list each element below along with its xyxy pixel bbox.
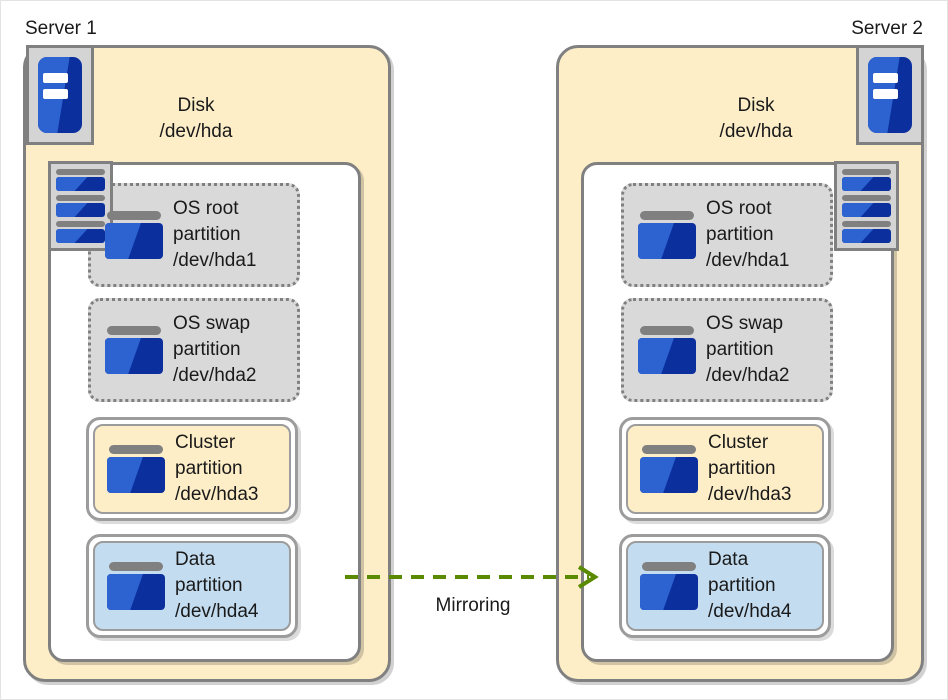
partition-icon bbox=[640, 445, 698, 493]
disk-stack-icon bbox=[834, 161, 899, 251]
mirroring-label: Mirroring bbox=[435, 595, 511, 616]
partition-label-line3: /dev/hda2 bbox=[173, 365, 257, 387]
server-1-partition-data[interactable]: Data partition /dev/hda4 bbox=[86, 534, 298, 638]
server-unit-icon bbox=[26, 45, 94, 145]
partition-label-line3: /dev/hda2 bbox=[706, 365, 790, 387]
partition-label-line2: partition bbox=[175, 574, 243, 596]
partition-label-line1: OS swap bbox=[706, 312, 784, 334]
partition-label-line3: /dev/hda1 bbox=[706, 250, 790, 272]
partition-icon bbox=[105, 326, 163, 374]
server-2-box: OS root partition /dev/hda1 OS swap part… bbox=[556, 45, 924, 682]
server-unit-icon bbox=[856, 45, 924, 145]
partition-icon bbox=[107, 562, 165, 610]
server-1-disk-box: OS root partition /dev/hda1 OS swap part… bbox=[48, 162, 361, 662]
server-1-label: Server 1 bbox=[25, 18, 97, 39]
partition-label-line2: partition bbox=[175, 457, 243, 479]
server-2-partition-data[interactable]: Data partition /dev/hda4 bbox=[619, 534, 831, 638]
partition-label-line3: /dev/hda4 bbox=[175, 601, 259, 623]
mirroring-arrow-right-icon bbox=[345, 565, 599, 589]
server-2-partition-cluster[interactable]: Cluster partition /dev/hda3 bbox=[619, 417, 831, 521]
partition-label-line3: /dev/hda3 bbox=[708, 484, 792, 506]
partition-icon bbox=[105, 211, 163, 259]
partition-icon bbox=[638, 326, 696, 374]
server-1-partition-cluster[interactable]: Cluster partition /dev/hda3 bbox=[86, 417, 298, 521]
partition-icon bbox=[638, 211, 696, 259]
disk-stack-icon bbox=[48, 161, 113, 251]
partition-icon bbox=[107, 445, 165, 493]
partition-label-line2: partition bbox=[173, 223, 241, 245]
partition-label-line3: /dev/hda4 bbox=[708, 601, 792, 623]
partition-label-line2: partition bbox=[706, 223, 774, 245]
partition-label-line2: partition bbox=[706, 338, 774, 360]
server-2-label: Server 2 bbox=[851, 18, 923, 39]
partition-label-line1: OS root bbox=[173, 197, 239, 219]
partition-label-line1: OS root bbox=[706, 197, 772, 219]
partition-label-line1: Cluster bbox=[708, 431, 769, 453]
server-1-box: OS root partition /dev/hda1 OS swap part… bbox=[23, 45, 391, 682]
partition-label-line2: partition bbox=[708, 574, 776, 596]
partition-label-line1: Data bbox=[175, 548, 216, 570]
server-2-partition-os-root[interactable]: OS root partition /dev/hda1 bbox=[621, 183, 833, 287]
server-1-partition-os-swap[interactable]: OS swap partition /dev/hda2 bbox=[88, 298, 300, 402]
partition-label-line3: /dev/hda3 bbox=[175, 484, 259, 506]
partition-label-line2: partition bbox=[173, 338, 241, 360]
partition-label-line3: /dev/hda1 bbox=[173, 250, 257, 272]
partition-label-line2: partition bbox=[708, 457, 776, 479]
server-1-partition-os-root[interactable]: OS root partition /dev/hda1 bbox=[88, 183, 300, 287]
partition-label-line1: Data bbox=[708, 548, 749, 570]
server-2-partition-os-swap[interactable]: OS swap partition /dev/hda2 bbox=[621, 298, 833, 402]
partition-label-line1: OS swap bbox=[173, 312, 251, 334]
partition-label-line1: Cluster bbox=[175, 431, 236, 453]
partition-icon bbox=[640, 562, 698, 610]
